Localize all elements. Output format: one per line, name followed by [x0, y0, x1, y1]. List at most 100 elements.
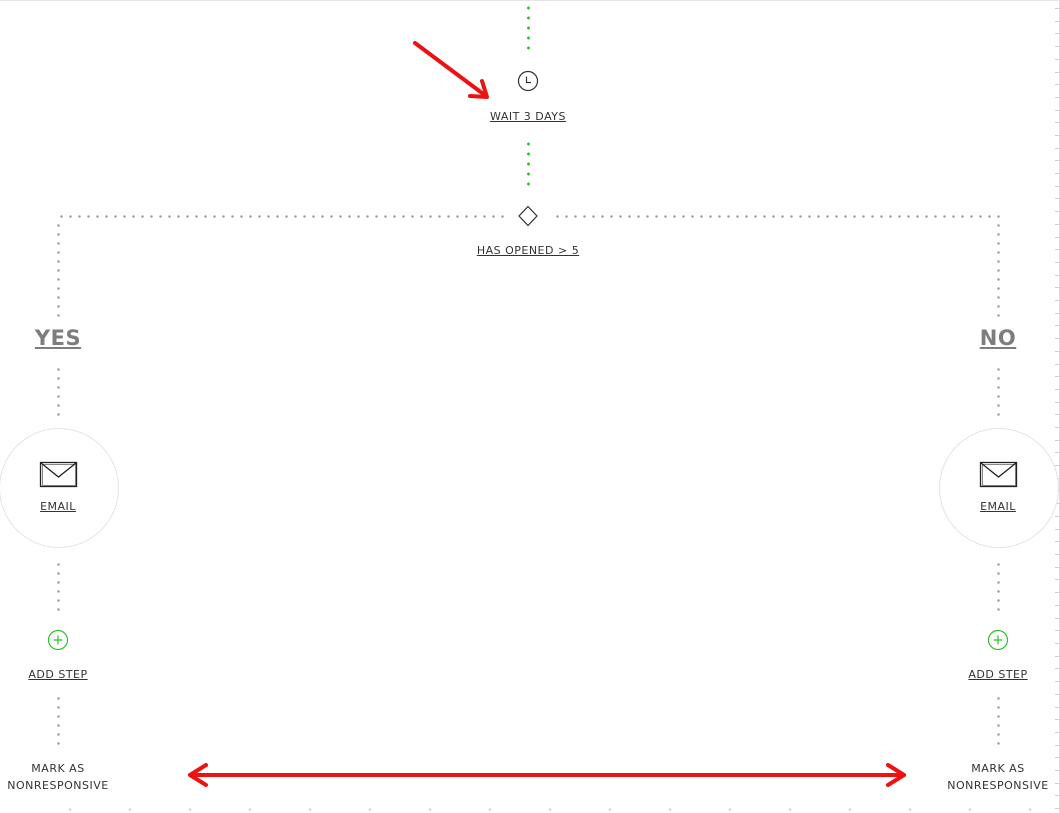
ruler-tick	[1055, 84, 1060, 85]
ruler-tick	[1055, 389, 1060, 390]
ruler-tick	[1055, 21, 1060, 22]
condition-step-link[interactable]: HAS OPENED > 5	[476, 244, 580, 257]
ruler-tick	[1055, 719, 1060, 720]
connector-no-4	[997, 694, 1000, 746]
ruler-tick	[1055, 160, 1060, 161]
ruler-tick	[1055, 135, 1060, 136]
ruler-tick	[1055, 122, 1060, 123]
ruler-tick	[1055, 579, 1060, 580]
add-step-no-link[interactable]: ADD STEP	[968, 668, 1028, 681]
end-step-yes-line2: NONRESPONSIVE	[7, 779, 109, 792]
connector-yes-2	[57, 365, 60, 417]
ruler-tick	[1055, 808, 1060, 809]
ruler-tick	[1055, 516, 1060, 517]
ruler-tick	[1055, 465, 1060, 466]
ruler-tick	[1055, 97, 1060, 98]
connector-top	[527, 3, 530, 53]
red-arrow-pointer	[413, 41, 489, 99]
ruler-tick	[1055, 529, 1060, 530]
ruler-tick	[1055, 757, 1060, 758]
email-step-yes-link[interactable]: EMAIL	[40, 500, 76, 513]
ruler-tick	[1055, 402, 1060, 403]
wait-step-link[interactable]: WAIT 3 DAYS	[490, 110, 566, 123]
plus-circle-icon[interactable]	[47, 629, 69, 655]
end-step-no: MARK AS NONRESPONSIVE	[938, 760, 1058, 794]
end-step-yes-line1: MARK AS	[31, 762, 85, 775]
connector-no-2	[997, 365, 1000, 417]
clock-icon[interactable]	[517, 70, 539, 96]
ruler-tick	[1055, 110, 1060, 111]
top-border	[0, 0, 1060, 1]
ruler-tick	[1055, 770, 1060, 771]
ruler-tick	[1055, 427, 1060, 428]
ruler-tick	[1055, 643, 1060, 644]
connector-no-3	[997, 560, 1000, 612]
ruler-tick	[1055, 694, 1060, 695]
ruler-tick	[1055, 452, 1060, 453]
envelope-icon	[979, 461, 1019, 493]
ruler-tick	[1055, 8, 1060, 9]
ruler-tick	[1055, 198, 1060, 199]
envelope-icon	[39, 461, 79, 493]
ruler-tick	[1055, 351, 1060, 352]
ruler-tick	[1055, 325, 1060, 326]
ruler-tick	[1055, 72, 1060, 73]
ruler-tick	[1055, 592, 1060, 593]
ruler-tick	[1055, 414, 1060, 415]
ruler-tick	[1055, 237, 1060, 238]
ruler-tick	[1055, 287, 1060, 288]
ruler-tick	[1055, 224, 1060, 225]
ruler-tick	[1055, 795, 1060, 796]
ruler-tick	[1055, 618, 1060, 619]
ruler-tick	[1055, 567, 1060, 568]
ruler-tick	[1055, 59, 1060, 60]
red-double-arrow	[188, 763, 906, 787]
connector-yes-1	[57, 221, 60, 321]
ruler-tick	[1055, 656, 1060, 657]
ruler-tick	[1055, 364, 1060, 365]
ruler-tick	[1055, 338, 1060, 339]
branch-label-yes[interactable]: YES	[34, 326, 82, 350]
ruler-tick	[1055, 732, 1060, 733]
ruler-tick	[1055, 605, 1060, 606]
ruler-tick	[1055, 541, 1060, 542]
email-step-no-link[interactable]: EMAIL	[980, 500, 1016, 513]
branch-label-no[interactable]: NO	[979, 326, 1017, 350]
connector-middle	[527, 139, 530, 189]
ruler-tick	[1055, 376, 1060, 377]
end-step-no-line2: NONRESPONSIVE	[947, 779, 1049, 792]
connector-yes-4	[57, 694, 60, 746]
ruler-tick	[1055, 745, 1060, 746]
ruler-tick	[1055, 148, 1060, 149]
ruler-tick	[1055, 503, 1060, 504]
diamond-icon[interactable]	[517, 205, 539, 231]
ruler-tick	[1055, 275, 1060, 276]
ruler-tick	[1055, 46, 1060, 47]
ruler-tick	[1055, 300, 1060, 301]
add-step-yes-link[interactable]: ADD STEP	[28, 668, 88, 681]
ruler-tick	[1055, 262, 1060, 263]
ruler-tick	[1055, 440, 1060, 441]
ruler-tick	[1055, 681, 1060, 682]
ruler-tick	[1055, 313, 1060, 314]
branch-connector-right	[553, 215, 1001, 218]
ruler-tick	[1055, 211, 1060, 212]
ruler-tick	[1055, 668, 1060, 669]
plus-circle-icon[interactable]	[987, 629, 1009, 655]
ruler-tick	[1055, 707, 1060, 708]
bottom-dotted-row	[40, 808, 1050, 811]
email-step-yes[interactable]	[0, 428, 119, 548]
ruler-tick	[1055, 33, 1060, 34]
end-step-no-line1: MARK AS	[971, 762, 1025, 775]
ruler-tick	[1055, 630, 1060, 631]
ruler-tick	[1055, 554, 1060, 555]
end-step-yes: MARK AS NONRESPONSIVE	[0, 760, 118, 794]
ruler-tick	[1055, 783, 1060, 784]
ruler-tick	[1055, 173, 1060, 174]
connector-no-1	[997, 221, 1000, 321]
email-step-no[interactable]	[939, 428, 1059, 548]
ruler-tick	[1055, 249, 1060, 250]
ruler-tick	[1055, 186, 1060, 187]
connector-yes-3	[57, 560, 60, 612]
branch-connector-left	[57, 215, 505, 218]
